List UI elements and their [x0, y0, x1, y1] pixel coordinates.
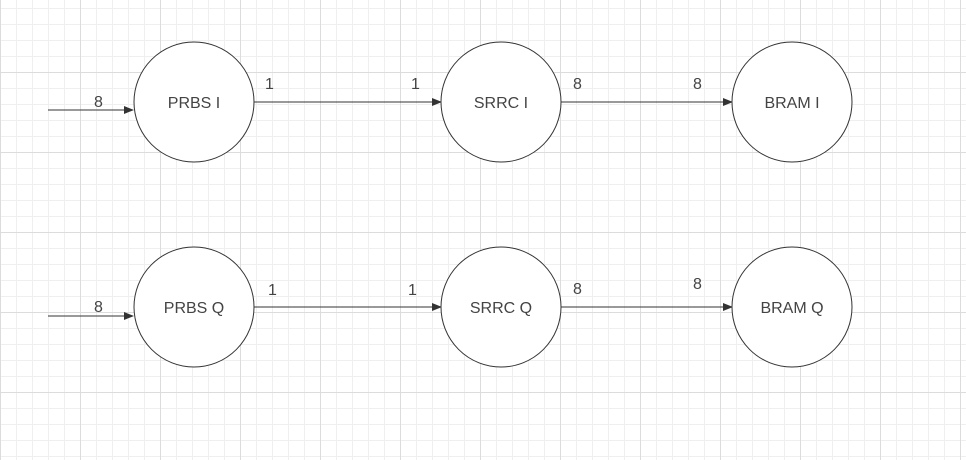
node-bram-q[interactable]: BRAM Q [731, 246, 853, 368]
edge-input-prbs-q[interactable]: 8 [48, 299, 134, 320]
edge-prbs-i-srrc-i[interactable]: 1 1 [254, 76, 442, 106]
edge-label-out: 8 [573, 281, 582, 298]
edge-label-out: 1 [265, 76, 274, 93]
edge-prbs-q-srrc-q[interactable]: 1 1 [254, 282, 442, 311]
row-q: 8 PRBS Q 1 1 SRRC Q 8 8 [48, 246, 853, 368]
edge-input-prbs-i[interactable]: 8 [48, 94, 134, 114]
edge-label-in: 8 [94, 94, 103, 111]
row-i: 8 PRBS I 1 1 SRRC I 8 8 [48, 41, 853, 163]
edge-label-in: 1 [411, 76, 420, 93]
node-prbs-q[interactable]: PRBS Q [133, 246, 255, 368]
edge-label-in: 1 [408, 282, 417, 299]
node-circle [731, 246, 853, 368]
node-label: BRAM I [764, 95, 819, 112]
node-bram-i[interactable]: BRAM I [731, 41, 853, 163]
node-circle [731, 41, 853, 163]
edge-label-out: 1 [268, 282, 277, 299]
node-label: SRRC Q [470, 300, 532, 317]
edge-srrc-i-bram-i[interactable]: 8 8 [561, 76, 733, 106]
node-label: BRAM Q [760, 300, 823, 317]
edge-label-out: 8 [573, 76, 582, 93]
node-label: SRRC I [474, 95, 528, 112]
edge-label-in: 8 [94, 299, 103, 316]
node-srrc-q[interactable]: SRRC Q [440, 246, 562, 368]
edge-srrc-q-bram-q[interactable]: 8 8 [561, 276, 733, 311]
node-srrc-i[interactable]: SRRC I [440, 41, 562, 163]
node-prbs-i[interactable]: PRBS I [133, 41, 255, 163]
node-label: PRBS I [168, 95, 220, 112]
edge-label-in: 8 [693, 76, 702, 93]
edge-label-in: 8 [693, 276, 702, 293]
node-label: PRBS Q [164, 300, 224, 317]
